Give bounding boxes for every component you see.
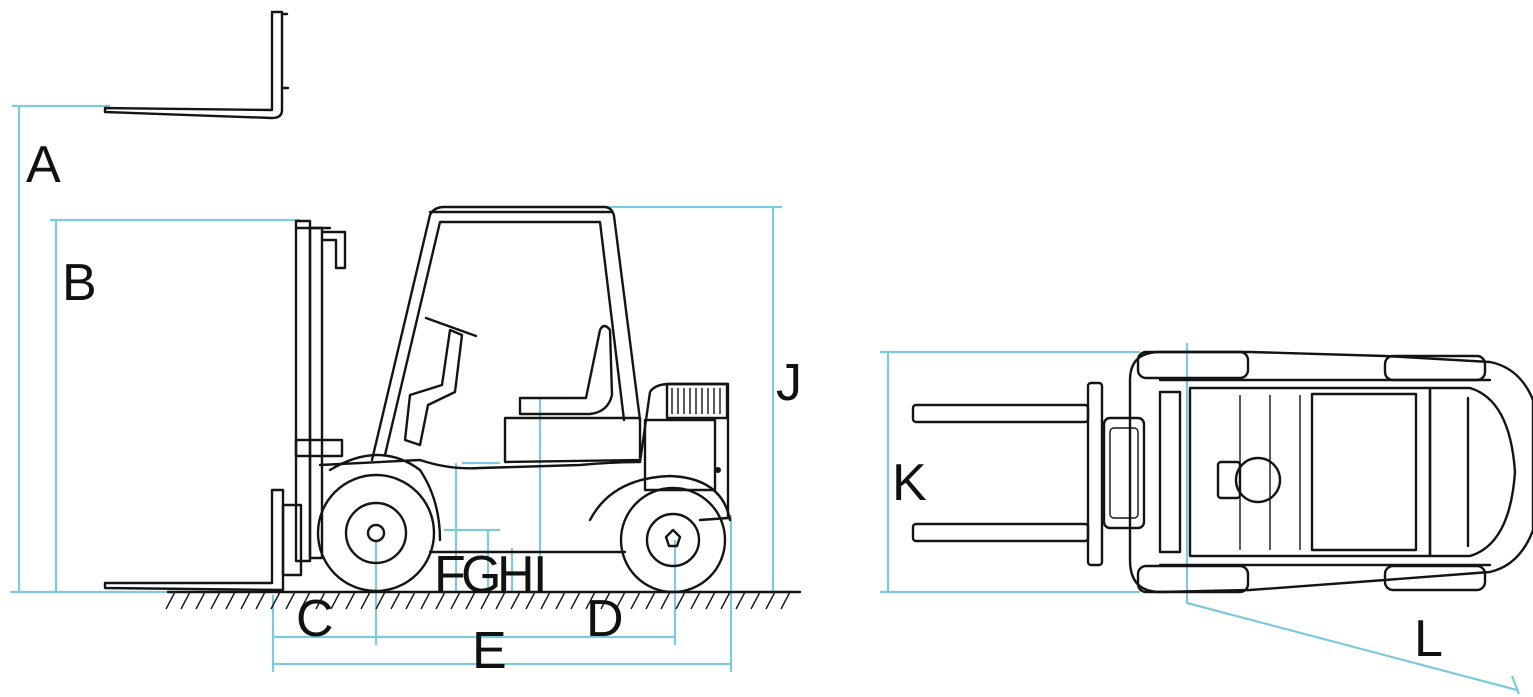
engine-grille — [665, 382, 729, 420]
label-f: F — [434, 546, 466, 604]
forklift-side-view — [103, 205, 732, 594]
mast-outer-rail — [294, 219, 312, 563]
rear-wheel-tire — [619, 486, 727, 594]
top-view-front-wheel-lower — [1136, 564, 1250, 594]
top-view-rear-wheel-upper — [1383, 354, 1487, 382]
rear-wheel-rim — [645, 512, 701, 568]
front-wheel-hub — [366, 523, 386, 543]
top-view-front-wheel-upper — [1136, 350, 1250, 380]
forklift-top-view — [911, 350, 1533, 594]
top-view-fork-upper — [911, 403, 1090, 424]
top-view-overhead-guard — [1188, 386, 1432, 558]
engine-grille-slats — [671, 388, 721, 414]
steering-column — [403, 328, 464, 447]
label-e: E — [472, 622, 507, 680]
top-view-counterweight — [1428, 386, 1517, 558]
top-view-guard-panel — [1310, 392, 1418, 552]
front-fender — [328, 453, 442, 542]
top-view-carriage — [1086, 381, 1104, 567]
dimension-lines — [10, 104, 1521, 695]
top-view-guard-bars — [1239, 395, 1301, 550]
dim-l-end-tick — [1510, 675, 1521, 695]
ground-hatching — [165, 590, 802, 610]
label-l: L — [1414, 610, 1443, 668]
label-d: D — [586, 590, 624, 648]
top-view-mast — [1158, 390, 1182, 554]
top-view-backrest-inner — [1109, 427, 1139, 519]
raised-fork-outline — [103, 10, 284, 120]
label-k: K — [892, 454, 927, 512]
seat-base — [503, 416, 642, 464]
top-view-steering-wheel — [1234, 456, 1282, 504]
label-h: H — [497, 546, 535, 604]
chassis-upper-outline — [318, 382, 730, 522]
top-view-rear-wheel-lower — [1383, 564, 1487, 592]
label-a: A — [26, 136, 61, 194]
mast-top-bracket — [320, 230, 347, 270]
dim-l-line — [1186, 601, 1518, 692]
front-wheel-tire — [316, 473, 436, 593]
fork-carriage — [281, 503, 303, 577]
label-g: G — [461, 546, 501, 604]
label-i: I — [533, 546, 547, 604]
top-view-seat — [1216, 460, 1242, 500]
mast-inner-rail — [308, 226, 324, 560]
front-wheel-rim — [344, 501, 408, 565]
steering-wheel — [424, 316, 478, 338]
dimension-labels: A B C D E F G H I J K L — [26, 136, 1443, 680]
ground-hatch-marks — [165, 591, 791, 610]
counterweight-panel — [643, 418, 717, 492]
tilt-cylinder-mount — [294, 438, 344, 458]
raised-fork — [103, 10, 290, 120]
counterweight-light — [715, 467, 721, 473]
label-j: J — [776, 354, 802, 412]
lowered-fork — [103, 488, 285, 592]
label-c: C — [296, 590, 334, 648]
operator-seat — [518, 324, 614, 416]
label-b: B — [62, 254, 97, 312]
top-view-fork-lower — [911, 522, 1090, 543]
top-view-backrest — [1102, 416, 1146, 530]
rear-wheel-hub — [664, 528, 682, 548]
overhead-guard-inner — [383, 220, 626, 457]
rear-fender — [588, 474, 732, 522]
